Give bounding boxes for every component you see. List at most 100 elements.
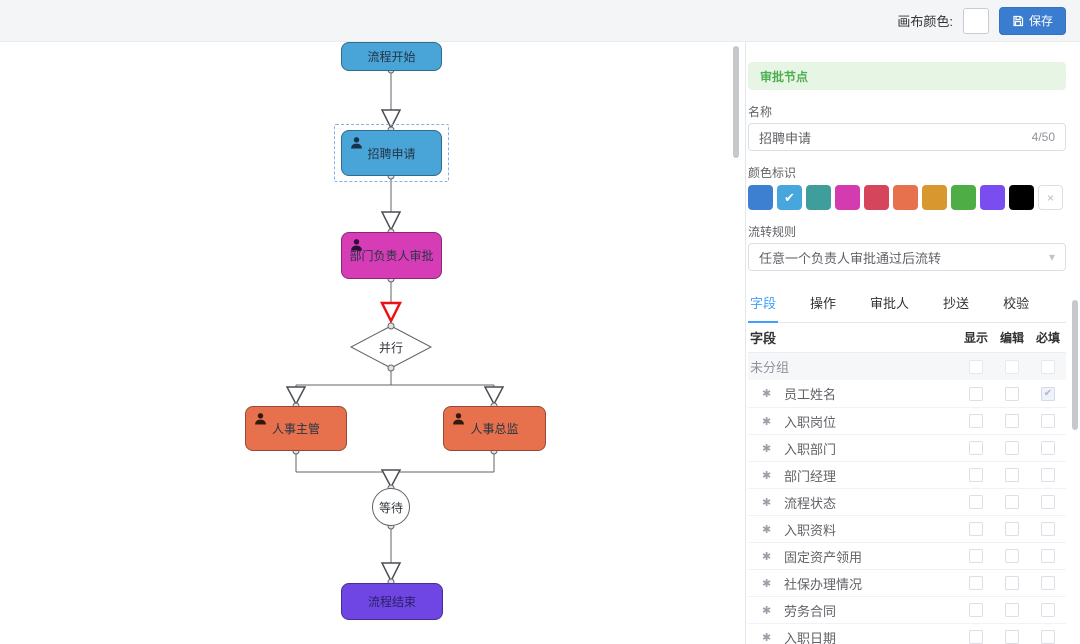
field-label: 入职日期 xyxy=(784,630,837,644)
tab-validate[interactable]: 校验 xyxy=(1003,296,1030,311)
field-row: ✱ 员工姓名 ✔ xyxy=(748,380,1066,407)
color-swatch-1[interactable]: ✔ xyxy=(777,185,802,210)
field-type-icon: ✱ xyxy=(762,496,772,509)
name-input[interactable] xyxy=(759,129,1026,145)
color-swatch-2[interactable] xyxy=(806,185,831,210)
show-checkbox[interactable] xyxy=(969,576,983,590)
required-checkbox[interactable] xyxy=(1041,414,1055,428)
required-checkbox[interactable]: ✔ xyxy=(1041,386,1055,401)
show-checkbox[interactable] xyxy=(969,549,983,563)
color-swatch-3[interactable] xyxy=(835,185,860,210)
tab-actions[interactable]: 操作 xyxy=(810,296,837,311)
field-label: 固定资产领用 xyxy=(784,549,863,565)
name-input-box[interactable]: 4/50 xyxy=(748,123,1066,151)
person-icon xyxy=(351,137,362,149)
flow-node-hr-supervisor[interactable]: 人事主管 xyxy=(245,406,347,451)
required-checkbox[interactable] xyxy=(1041,495,1055,509)
color-swatch-9[interactable] xyxy=(1009,185,1034,210)
field-type-icon: ✱ xyxy=(762,631,772,644)
field-row: ✱ 入职资料 xyxy=(748,515,1066,542)
flow-node-recruit[interactable]: 招聘申请 xyxy=(341,130,442,176)
clear-icon: × xyxy=(1046,190,1054,205)
highlighted-arrow xyxy=(379,301,403,324)
clear-color-button[interactable]: × xyxy=(1038,185,1063,210)
edit-checkbox[interactable] xyxy=(1005,468,1019,482)
edit-checkbox[interactable] xyxy=(1005,414,1019,428)
field-label: 入职资料 xyxy=(784,522,837,538)
canvas-color-swatch[interactable] xyxy=(962,7,989,34)
required-checkbox[interactable] xyxy=(1041,522,1055,536)
flow-node-dept-approval[interactable]: 部门负责人审批 xyxy=(341,232,442,279)
show-checkbox[interactable] xyxy=(969,441,983,455)
edit-checkbox[interactable] xyxy=(1005,359,1019,374)
tab-cc[interactable]: 抄送 xyxy=(943,296,970,311)
node-label: 人事总监 xyxy=(470,422,519,436)
flow-node-hr-director[interactable]: 人事总监 xyxy=(443,406,546,451)
color-swatch-4[interactable] xyxy=(864,185,889,210)
field-row: ✱ 社保办理情况 xyxy=(748,569,1066,596)
field-row: ✱ 固定资产领用 xyxy=(748,542,1066,569)
edit-checkbox[interactable] xyxy=(1005,576,1019,590)
color-swatch-6[interactable] xyxy=(922,185,947,210)
properties-panel: 审批节点 名称 4/50 颜色标识 ✔ × 流转规则 任意 xyxy=(748,42,1066,644)
required-checkbox[interactable] xyxy=(1041,576,1055,590)
required-checkbox[interactable] xyxy=(1041,359,1055,374)
canvas-scrollbar[interactable] xyxy=(733,46,739,158)
node-label: 流程开始 xyxy=(367,50,416,64)
edit-checkbox[interactable] xyxy=(1005,603,1019,617)
edit-checkbox[interactable] xyxy=(1005,549,1019,563)
person-icon xyxy=(453,413,464,425)
flow-canvas[interactable]: 流程开始 招聘申请 部门负责人审批 并行 人事主管 xyxy=(0,42,746,644)
required-checkbox[interactable] xyxy=(1041,630,1055,644)
node-type-banner: 审批节点 xyxy=(748,62,1066,90)
tab-bar: 字段 操作 审批人 抄送 校验 xyxy=(748,293,1066,323)
required-checkbox[interactable] xyxy=(1041,441,1055,455)
edit-checkbox[interactable] xyxy=(1005,522,1019,536)
color-label: 颜色标识 xyxy=(748,166,797,180)
name-counter: 4/50 xyxy=(1031,130,1055,144)
show-checkbox[interactable] xyxy=(969,603,983,617)
group-row: 未分组 xyxy=(748,353,1066,380)
show-checkbox[interactable] xyxy=(969,386,983,401)
flow-node-end[interactable]: 流程结束 xyxy=(341,583,443,620)
tab-fields[interactable]: 字段 xyxy=(748,293,779,323)
color-swatch-0[interactable] xyxy=(748,185,773,210)
show-checkbox[interactable] xyxy=(969,468,983,482)
tab-approvers[interactable]: 审批人 xyxy=(870,296,910,311)
node-label: 部门负责人审批 xyxy=(349,249,434,263)
field-type-icon: ✱ xyxy=(762,604,772,617)
check-icon: ✔ xyxy=(784,189,795,205)
edit-checkbox[interactable] xyxy=(1005,495,1019,509)
color-swatch-8[interactable] xyxy=(980,185,1005,210)
field-label: 流程状态 xyxy=(784,495,837,511)
edit-checkbox[interactable] xyxy=(1005,630,1019,644)
field-row: ✱ 入职部门 xyxy=(748,434,1066,461)
flow-rule-select[interactable]: 任意一个负责人审批通过后流转 ▾ xyxy=(748,243,1066,271)
field-type-icon: ✱ xyxy=(762,577,772,590)
field-label: 入职岗位 xyxy=(784,414,837,430)
flow-rule-value: 任意一个负责人审批通过后流转 xyxy=(759,250,942,266)
required-checkbox[interactable] xyxy=(1041,549,1055,563)
show-checkbox[interactable] xyxy=(969,522,983,536)
field-row: ✱ 入职岗位 xyxy=(748,407,1066,434)
required-checkbox[interactable] xyxy=(1041,603,1055,617)
node-label: 流程结束 xyxy=(367,595,416,609)
col-required: 必填 xyxy=(1035,331,1060,345)
panel-scrollbar[interactable] xyxy=(1072,300,1078,430)
show-checkbox[interactable] xyxy=(969,495,983,509)
flow-node-start[interactable]: 流程开始 xyxy=(341,42,442,71)
flow-node-wait[interactable]: 等待 xyxy=(372,488,410,526)
edit-checkbox[interactable] xyxy=(1005,441,1019,455)
field-type-icon: ✱ xyxy=(762,550,772,563)
show-checkbox[interactable] xyxy=(969,359,983,374)
save-button[interactable]: 保存 xyxy=(998,6,1066,35)
show-checkbox[interactable] xyxy=(969,414,983,428)
field-type-icon: ✱ xyxy=(762,388,772,400)
required-checkbox[interactable] xyxy=(1041,468,1055,482)
edit-checkbox[interactable] xyxy=(1005,386,1019,401)
field-type-icon: ✱ xyxy=(762,469,772,482)
color-swatch-5[interactable] xyxy=(893,185,918,210)
show-checkbox[interactable] xyxy=(969,630,983,644)
color-swatch-7[interactable] xyxy=(951,185,976,210)
name-label: 名称 xyxy=(748,105,773,119)
